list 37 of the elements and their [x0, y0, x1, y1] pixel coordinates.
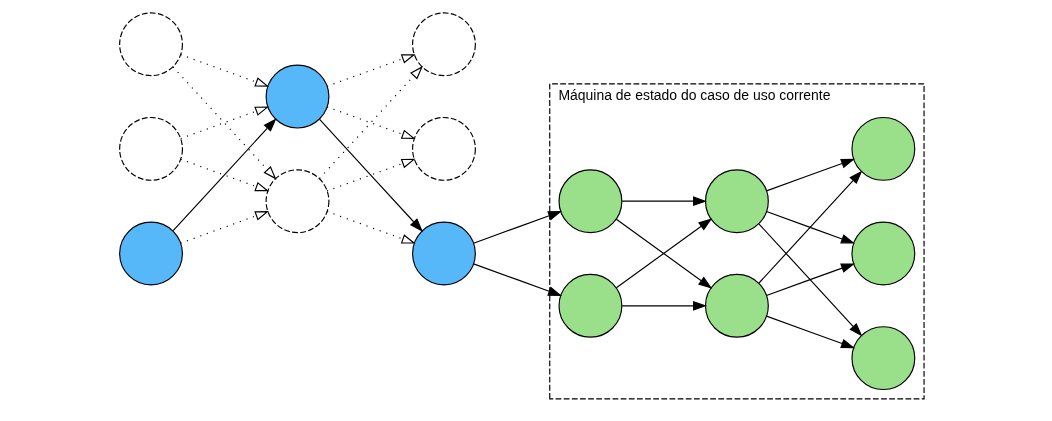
node-circle [118, 12, 183, 77]
node-circle [557, 169, 622, 234]
arrow [179, 54, 269, 87]
arrow [621, 196, 707, 207]
node-circle [411, 116, 476, 181]
node-circle [118, 116, 183, 181]
arrow [172, 66, 277, 180]
arrow [326, 54, 416, 87]
node-circle [118, 221, 183, 286]
node-circle [265, 169, 329, 234]
node-circle [265, 64, 329, 129]
node-circle [704, 273, 769, 338]
arrow [757, 170, 862, 284]
arrow [472, 263, 562, 296]
node-circle [704, 169, 769, 234]
arrow [621, 300, 707, 311]
arrow [179, 158, 269, 192]
node-circle [850, 221, 915, 286]
arrow [326, 210, 416, 244]
arrow [765, 210, 855, 244]
arrow [172, 118, 277, 232]
node-circle [850, 326, 915, 391]
arrow [615, 218, 712, 289]
node-circle [557, 273, 622, 338]
arrow [179, 211, 269, 244]
node-circle [411, 221, 476, 286]
arrow [318, 118, 423, 232]
arrow [757, 223, 862, 337]
arrow [179, 106, 269, 140]
arrow [765, 315, 855, 349]
arrow [765, 158, 855, 192]
arrow [765, 263, 855, 297]
arrow [326, 158, 416, 192]
node-circle [411, 12, 476, 77]
arrow [472, 211, 562, 244]
arrow [326, 106, 416, 139]
node-circle [850, 116, 915, 181]
